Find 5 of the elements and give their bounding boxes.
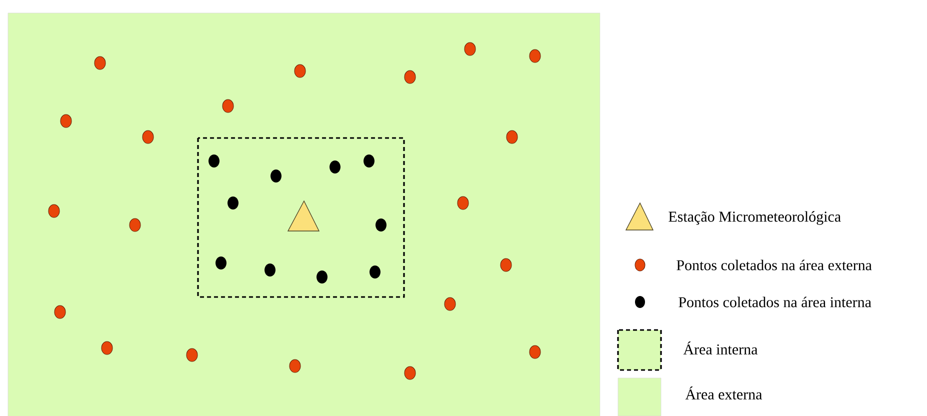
legend-text: Área externa <box>685 386 762 400</box>
legend-text: Área interna <box>683 342 758 354</box>
legend-text: Estação Micrometeorológica <box>668 211 841 225</box>
legend-text: Pontos coletados na área interna <box>678 296 872 308</box>
legend-text: Pontos coletados na área externa <box>676 260 872 270</box>
